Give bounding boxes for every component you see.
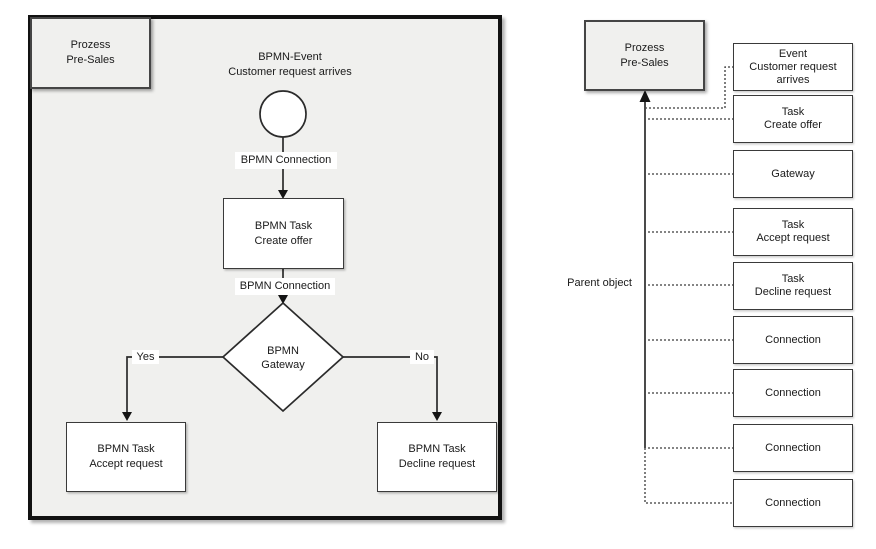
task-name: Create offer bbox=[254, 234, 313, 247]
hierarchy-item-event: Event Customer request arrives bbox=[733, 43, 853, 91]
item-type: Connection bbox=[765, 333, 821, 346]
hierarchy-item-connection-3: Connection bbox=[733, 424, 853, 472]
gateway-name: Gateway bbox=[261, 359, 305, 371]
hierarchy-item-connection-2: Connection bbox=[733, 369, 853, 417]
arrowhead-up-icon bbox=[639, 90, 651, 102]
gateway-diamond bbox=[221, 301, 345, 413]
process-phase: Pre-Sales bbox=[66, 54, 115, 66]
event-caption: BPMN-Event Customer request arrives bbox=[190, 50, 390, 80]
gateway-caption: BPMN Gateway bbox=[248, 344, 318, 372]
process-name: Prozess bbox=[70, 39, 111, 51]
hierarchy-item-gateway: Gateway bbox=[733, 150, 853, 198]
arrowhead-down-icon bbox=[432, 412, 442, 421]
arrowhead-down-icon bbox=[278, 295, 288, 304]
task-name: Decline request bbox=[398, 458, 476, 470]
hierarchy-item-connection-1: Connection bbox=[733, 316, 853, 364]
task-accept-request: BPMN Task Accept request bbox=[66, 422, 186, 492]
item-name: Create offer bbox=[764, 119, 822, 131]
item-type: Connection bbox=[765, 386, 821, 399]
hierarchy-item-task-decline-request: Task Decline request bbox=[733, 262, 853, 310]
arrowhead-down-icon bbox=[122, 412, 132, 421]
task-type: BPMN Task bbox=[254, 219, 313, 232]
item-type: Task bbox=[781, 273, 805, 285]
parent-process-phase: Pre-Sales bbox=[620, 56, 669, 69]
item-type: Task bbox=[781, 106, 805, 118]
item-name: Accept request bbox=[756, 232, 830, 244]
task-decline-request: BPMN Task Decline request bbox=[377, 422, 497, 492]
process-frame-label: Prozess Pre-Sales bbox=[30, 17, 151, 89]
parent-object-label: Parent object bbox=[567, 277, 632, 289]
parent-process-name: Prozess bbox=[624, 41, 665, 54]
dotted-link-connection-4 bbox=[644, 448, 734, 504]
task-name: Accept request bbox=[89, 458, 163, 470]
event-title: BPMN-Event bbox=[258, 51, 322, 63]
gateway-type: BPMN bbox=[267, 345, 299, 357]
task-type: BPMN Task bbox=[408, 443, 466, 455]
flow-line-yes-branch bbox=[126, 356, 223, 412]
event-subtitle: Customer request arrives bbox=[228, 66, 352, 78]
task-type: BPMN Task bbox=[97, 443, 155, 455]
item-type: Connection bbox=[765, 496, 821, 509]
branch-label-yes: Yes bbox=[132, 350, 159, 364]
connection-label-1: BPMN Connection bbox=[235, 152, 337, 169]
item-name: Customer request arrives bbox=[749, 60, 837, 86]
hierarchy-item-task-create-offer: Task Create offer bbox=[733, 95, 853, 143]
parent-process-box: Prozess Pre-Sales bbox=[584, 20, 705, 91]
hierarchy-item-connection-4: Connection bbox=[733, 479, 853, 527]
item-type: Gateway bbox=[771, 167, 815, 180]
arrowhead-down-icon bbox=[278, 190, 288, 199]
bpmn-event-circle bbox=[259, 90, 307, 138]
item-type: Connection bbox=[765, 441, 821, 454]
item-type: Task bbox=[781, 219, 805, 231]
hierarchy-item-task-accept-request: Task Accept request bbox=[733, 208, 853, 256]
item-name: Decline request bbox=[754, 286, 832, 298]
flow-line-no-branch bbox=[343, 356, 438, 412]
task-create-offer: BPMN Task Create offer bbox=[223, 198, 344, 269]
dotted-link-event bbox=[646, 66, 734, 109]
branch-label-no: No bbox=[410, 350, 434, 364]
connection-label-2: BPMN Connection bbox=[235, 278, 335, 295]
item-type: Event bbox=[778, 47, 808, 60]
